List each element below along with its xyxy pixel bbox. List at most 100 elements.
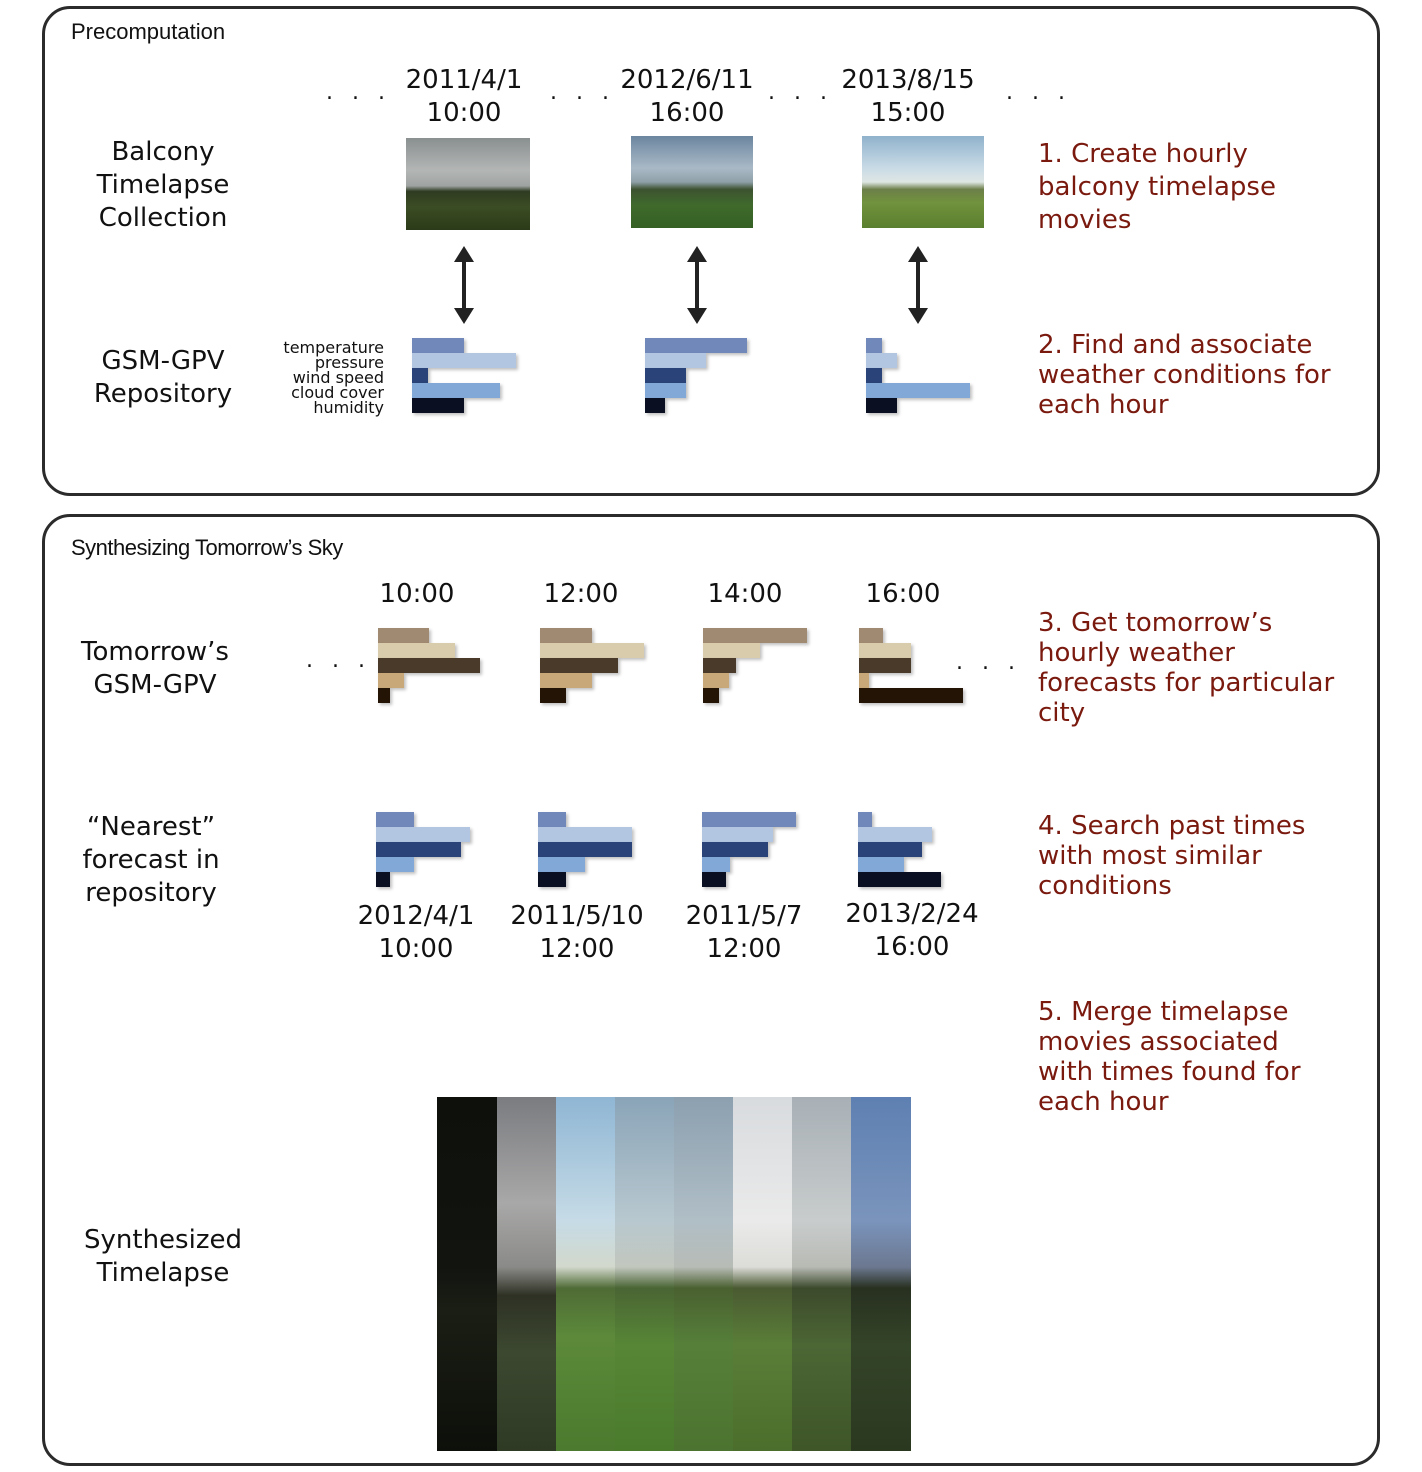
date-text: 2013/8/15 (841, 65, 975, 95)
time-text: 15:00 (870, 98, 946, 128)
weather-bar-humidity (702, 872, 726, 887)
timelapse-strip-2 (497, 1097, 556, 1451)
time-text: 10:00 (378, 934, 454, 964)
weather-bar-cloud-cover (412, 383, 500, 398)
weather-bar-pressure (540, 643, 644, 658)
weather-bar-temperature (378, 628, 429, 643)
weather-bar-wind-speed (645, 368, 686, 383)
ellipsis-5: . . . (306, 648, 371, 673)
time-text: 10:00 (426, 98, 502, 128)
ellipsis-2: . . . (550, 80, 615, 105)
row-label-tomorrow-gsm: Tomorrow’s GSM-GPV (81, 637, 229, 700)
precomp-date-1: 2011/4/1 10:00 (364, 64, 564, 130)
time-text: 12:00 (706, 934, 782, 964)
weather-bar-cloud-cover (866, 383, 970, 398)
time-text: 16:00 (649, 98, 725, 128)
precomp-date-2: 2012/6/11 16:00 (587, 64, 787, 130)
date-text: 2011/4/1 (405, 65, 523, 95)
weather-bar-pressure (858, 827, 932, 842)
time-text: 12:00 (539, 934, 615, 964)
balcony-thumbnail-2 (631, 136, 753, 228)
weather-bar-humidity (378, 688, 390, 703)
match-date-4: 2013/2/24 16:00 (812, 898, 1012, 964)
match-date-2: 2011/5/10 12:00 (477, 900, 677, 966)
weather-bar-humidity (376, 872, 390, 887)
weather-bar-cloud-cover (702, 857, 730, 872)
weather-bar-temperature (702, 812, 796, 827)
weather-bar-pressure (859, 643, 911, 658)
weather-bar-cloud-cover (378, 673, 404, 688)
timelapse-strip-3 (556, 1097, 615, 1451)
weather-bar-wind-speed (858, 842, 922, 857)
weather-bar-pressure (703, 643, 760, 658)
weather-bar-wind-speed (538, 842, 632, 857)
weather-bar-cloud-cover (645, 383, 686, 398)
date-text: 2011/5/7 (685, 901, 803, 931)
weather-bar-temperature (645, 338, 747, 353)
timelapse-strip-7 (792, 1097, 851, 1451)
date-text: 2011/5/10 (510, 901, 644, 931)
weather-bar-pressure (538, 827, 632, 842)
weather-bar-pressure (378, 643, 455, 658)
date-text: 2012/6/11 (620, 65, 754, 95)
weather-bar-cloud-cover (859, 673, 869, 688)
weather-bar-pressure (702, 827, 773, 842)
weather-bar-humidity (538, 872, 566, 887)
timelapse-strip-4 (615, 1097, 674, 1451)
weather-bar-wind-speed (376, 842, 461, 857)
step-4-text: 4. Search past times with most similar c… (1038, 811, 1306, 901)
timelapse-strip-1 (437, 1097, 497, 1451)
forecast-hour-3: 14:00 (707, 579, 783, 609)
weather-bar-temperature (858, 812, 872, 827)
step-1-text: 1. Create hourly balcony timelapse movie… (1038, 139, 1276, 235)
weather-bar-temperature (866, 338, 882, 353)
weather-bar-wind-speed (378, 658, 480, 673)
ellipsis-4: . . . (1006, 80, 1071, 105)
balcony-thumbnail-3 (862, 136, 984, 228)
forecast-hour-1: 10:00 (379, 579, 455, 609)
panel-title-precomputation: Precomputation (71, 19, 226, 44)
weather-bar-humidity (859, 688, 963, 703)
weather-bar-humidity (703, 688, 719, 703)
weather-bar-humidity (866, 398, 897, 413)
date-text: 2013/2/24 (845, 899, 979, 929)
timelapse-strip-6 (733, 1097, 792, 1451)
weather-bar-humidity (540, 688, 566, 703)
step-5-text: 5. Merge timelapse movies associated wit… (1038, 997, 1301, 1117)
weather-bar-cloud-cover (703, 673, 729, 688)
precomp-date-3: 2013/8/15 15:00 (808, 64, 1008, 130)
step-3-text: 3. Get tomorrow’s hourly weather forecas… (1038, 608, 1335, 728)
time-text: 16:00 (874, 932, 950, 962)
variable-labels: temperature pressure wind speed cloud co… (272, 338, 384, 417)
weather-bar-temperature (538, 812, 566, 827)
weather-bar-cloud-cover (376, 857, 414, 872)
var-wind-speed: wind speed (292, 368, 384, 387)
match-date-3: 2011/5/7 12:00 (644, 900, 844, 966)
weather-bar-humidity (412, 398, 464, 413)
var-humidity: humidity (313, 398, 384, 417)
forecast-hour-4: 16:00 (865, 579, 941, 609)
synthesized-timelapse-image (437, 1097, 911, 1451)
timelapse-strip-5 (674, 1097, 733, 1451)
weather-bar-wind-speed (702, 842, 768, 857)
weather-bar-wind-speed (540, 658, 618, 673)
weather-bar-temperature (412, 338, 464, 353)
panel-title-synthesis: Synthesizing Tomorrow’s Sky (71, 535, 343, 560)
ellipsis-6: . . . (956, 650, 1021, 675)
weather-bar-pressure (412, 353, 516, 368)
row-label-synthesized-timelapse: Synthesized Timelapse (84, 1225, 242, 1288)
var-temperature: temperature (283, 338, 384, 357)
weather-bar-temperature (540, 628, 592, 643)
weather-bar-cloud-cover (858, 857, 904, 872)
forecast-hour-2: 12:00 (543, 579, 619, 609)
weather-bar-wind-speed (703, 658, 736, 673)
weather-bar-cloud-cover (540, 673, 592, 688)
weather-bar-temperature (703, 628, 807, 643)
weather-bar-humidity (645, 398, 665, 413)
var-pressure: pressure (314, 353, 384, 372)
row-label-balcony: Balcony Timelapse Collection (96, 137, 230, 233)
weather-bar-wind-speed (859, 658, 911, 673)
weather-bar-wind-speed (866, 368, 882, 383)
weather-bar-humidity (858, 872, 941, 887)
step-2-text: 2. Find and associate weather conditions… (1038, 330, 1331, 420)
